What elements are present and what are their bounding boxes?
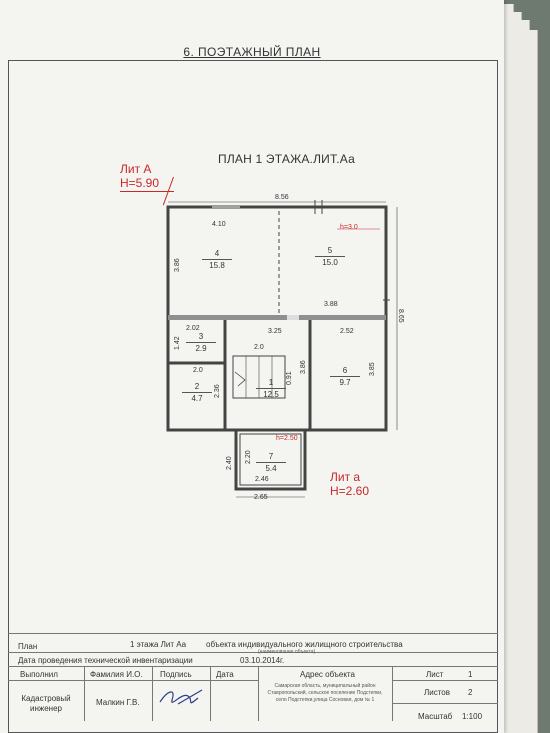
dim-r2-width: 2.0: [193, 367, 203, 374]
dim-r1-left: 2.36: [214, 384, 221, 398]
date-label: Дата проведения технической инвентаризац…: [18, 656, 193, 665]
room-number: 3: [198, 332, 204, 341]
room-number: 5: [327, 246, 333, 255]
dim-r3-width: 2.02: [186, 325, 200, 332]
lit-main-label: Лит А H=5.90: [120, 162, 159, 190]
lit-annex-label: Лит а H=2.60: [330, 470, 369, 498]
room-area: 2.9: [186, 342, 216, 353]
room-number: 1: [268, 378, 274, 387]
role: Кадастровый инженер: [21, 694, 71, 713]
col-address: Адрес объекта: [300, 670, 355, 679]
room-area: 4.7: [182, 392, 212, 403]
dim-r4-width: 4.10: [212, 221, 226, 228]
plan-title: ПЛАН 1 ЭТАЖА.ЛИТ.Аа: [218, 152, 355, 166]
plan-label: План: [18, 642, 38, 651]
dim-r5-bottom: 3.88: [324, 301, 338, 308]
col-name: Фамилия И.О.: [90, 670, 143, 679]
dim-right-total: 8.65: [397, 309, 404, 323]
room-area: 15.8: [202, 259, 232, 270]
object-name: объекта индивидуального жилищного строит…: [206, 640, 403, 649]
dim-annex-outer-width: 2.65: [254, 494, 268, 501]
dim-r1-height: 0.91: [286, 371, 293, 385]
dim-r3-height: 1.42: [174, 336, 181, 350]
room-area: 9.7: [330, 376, 360, 387]
annex-outer-wall: [234, 428, 307, 491]
col-done: Выполнил: [20, 670, 58, 679]
annex-inner-wall: [239, 433, 302, 486]
room-area: 15.0: [315, 256, 345, 267]
object-hint: (наименование объекта): [258, 649, 316, 655]
room-number: 4: [214, 249, 220, 258]
dim-annex-inner-height: 2.20: [245, 450, 252, 464]
dim-top-total: 8.56: [275, 194, 289, 201]
scale-value: 1:100: [462, 712, 483, 721]
room5-height: h=3.0: [340, 224, 358, 231]
dim-r1-width: 3.25: [268, 328, 282, 335]
lit-main-name: Лит А: [120, 162, 152, 176]
room-number: 7: [268, 452, 274, 461]
page-title: 6. ПОЭТАЖНЫЙ ПЛАН: [183, 45, 321, 59]
partition-wall-grey: [168, 315, 386, 320]
room-number: 2: [194, 382, 200, 391]
page-stack-edge: [524, 30, 538, 733]
person-name: Малкин Г.В.: [96, 698, 140, 707]
col-date: Дата: [216, 670, 234, 679]
sheets-label: Листов: [424, 688, 450, 697]
dim-annex-inner-width: 2.46: [255, 476, 269, 483]
room7-height: h=2.50: [276, 435, 298, 442]
date-value: 03.10.2014г.: [240, 656, 285, 665]
plan-value: 1 этажа Лит Аа: [130, 640, 187, 649]
sheet-label: Лист: [426, 670, 444, 679]
scale-label: Масштаб: [418, 712, 453, 721]
room-area: 12.5: [256, 388, 286, 399]
sheets-value: 2: [468, 688, 473, 697]
signature-image: [159, 689, 203, 705]
lit-main-underline: [120, 191, 174, 192]
room-number: 6: [342, 366, 348, 375]
lit-main-height: H=5.90: [120, 176, 160, 190]
dim-r6-width: 2.52: [340, 328, 354, 335]
dim-annex-outer-height: 2.40: [226, 456, 233, 470]
sheet-value: 1: [468, 670, 473, 679]
dim-r6-left: 3.86: [300, 360, 307, 374]
dim-stair-width: 2.0: [254, 344, 264, 351]
lit-annex-name: Лит а: [330, 470, 361, 484]
address: Самарская область, муниципальный район С…: [267, 683, 383, 703]
document-sheet: 6. ПОЭТАЖНЫЙ ПЛАН ПЛАН 1 ЭТАЖА.ЛИТ.Аа Ли…: [0, 0, 504, 733]
doorway: [287, 315, 299, 320]
dim-r6-right: 3.85: [369, 362, 376, 376]
floor-plan-drawing: [166, 200, 398, 498]
room-area: 5.4: [256, 462, 286, 473]
col-sign: Подпись: [160, 670, 192, 679]
dim-r4-height: 3.86: [174, 258, 181, 272]
lit-annex-height: H=2.60: [330, 484, 370, 498]
